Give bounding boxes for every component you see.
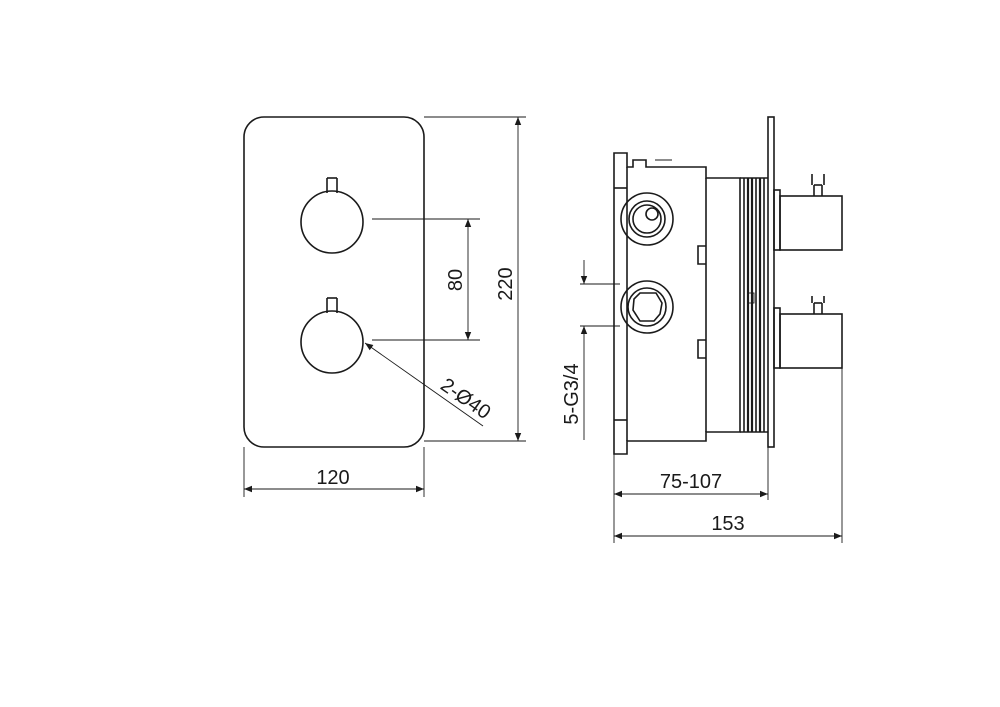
front-view: 80 2-Ø40 220 120 [243,116,526,497]
dim-wall-depth: 75-107 [613,447,769,543]
dim-front-width: 120 [243,447,425,497]
dim-handle-diameter: 2-Ø40 [364,342,495,427]
dim-handle-spacing: 80 [372,218,480,341]
side-handle-lower [773,296,843,369]
upper-connection [620,192,674,246]
port-stubs [614,187,706,421]
label-wall-depth: 75-107 [660,471,722,493]
label-total-depth: 153 [711,513,744,535]
label-front-width: 120 [316,467,349,489]
lower-connection [620,280,674,334]
dim-front-height: 220 [424,116,526,442]
label-handle-spacing: 80 [445,269,467,291]
upper-handle [300,177,364,254]
label-front-height: 220 [495,267,517,300]
lower-handle [300,297,364,374]
dim-connections: 5-G3/4 [561,260,620,440]
threaded-sleeve [740,177,768,433]
label-connections: 5-G3/4 [561,363,583,424]
cover-plate-side [767,116,775,448]
side-view: 5-G3/4 75-107 [561,116,843,543]
dim-total-depth: 153 [614,368,843,543]
side-handle-upper [773,174,843,251]
front-plate [243,116,425,448]
